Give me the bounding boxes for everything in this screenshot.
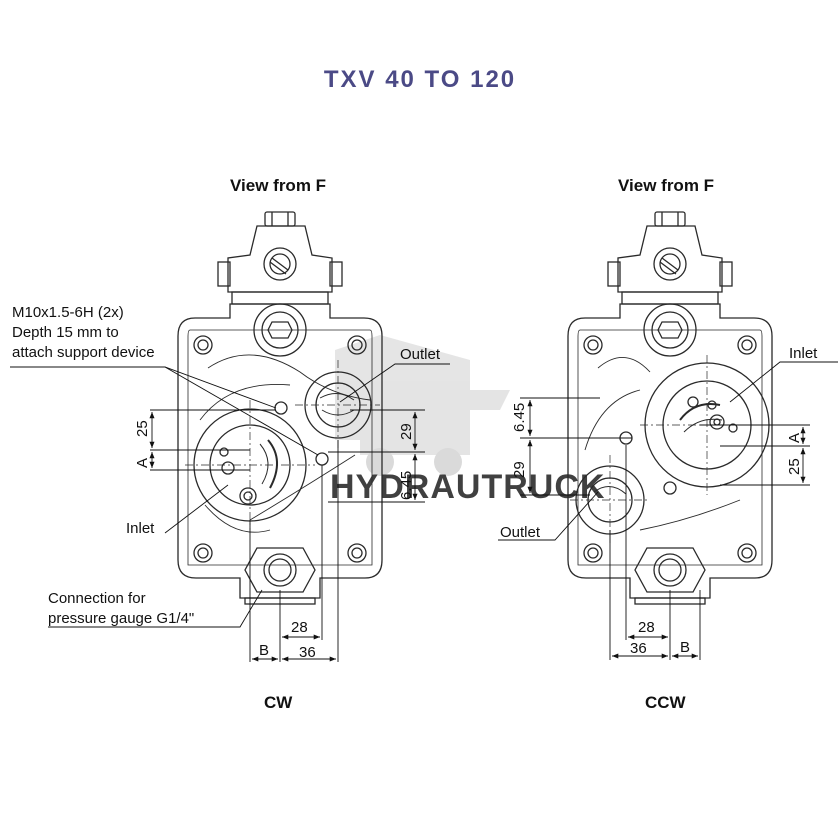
left-dim-6-45: 6.45 xyxy=(398,471,415,500)
left-dim-28: 28 xyxy=(291,619,308,636)
right-dim-6-45: 6.45 xyxy=(511,403,528,432)
right-dim-a: A xyxy=(786,433,803,443)
left-dim-29: 29 xyxy=(398,423,415,440)
thread-note-line1: M10x1.5-6H (2x) xyxy=(12,304,124,321)
gauge-note-line1: Connection for xyxy=(48,590,146,607)
right-centerlines xyxy=(570,355,775,545)
left-dimensions xyxy=(10,363,450,662)
right-view-heading: View from F xyxy=(618,176,715,195)
left-dim-25: 25 xyxy=(134,420,151,437)
right-outlet-label: Outlet xyxy=(500,524,541,541)
right-dim-29: 29 xyxy=(511,461,528,478)
thread-note-line3: attach support device xyxy=(12,344,155,361)
watermark-text: HYDRAUTRUCK xyxy=(330,468,605,506)
left-rotation-label: CW xyxy=(264,693,293,712)
left-outlet-label: Outlet xyxy=(400,346,441,363)
left-dim-b: B xyxy=(259,642,269,659)
right-pump-body xyxy=(567,211,773,605)
left-dim-a: A xyxy=(134,458,151,468)
right-dim-25: 25 xyxy=(786,458,803,475)
right-rotation-label: CCW xyxy=(645,693,686,712)
left-inlet-label: Inlet xyxy=(126,520,155,537)
watermark-truck-icon xyxy=(335,335,510,476)
page-title: TXV 40 TO 120 xyxy=(323,66,517,93)
right-dim-b: B xyxy=(680,639,690,656)
gauge-note-line2: pressure gauge G1/4" xyxy=(48,610,194,627)
left-centerlines xyxy=(185,360,380,530)
right-inlet-label: Inlet xyxy=(789,345,818,362)
thread-note-line2: Depth 15 mm to xyxy=(12,324,119,341)
left-view-heading: View from F xyxy=(230,176,327,195)
left-dim-36: 36 xyxy=(299,644,316,661)
right-dim-28: 28 xyxy=(638,619,655,636)
right-dim-36: 36 xyxy=(630,640,647,657)
right-dimensions xyxy=(498,361,838,660)
